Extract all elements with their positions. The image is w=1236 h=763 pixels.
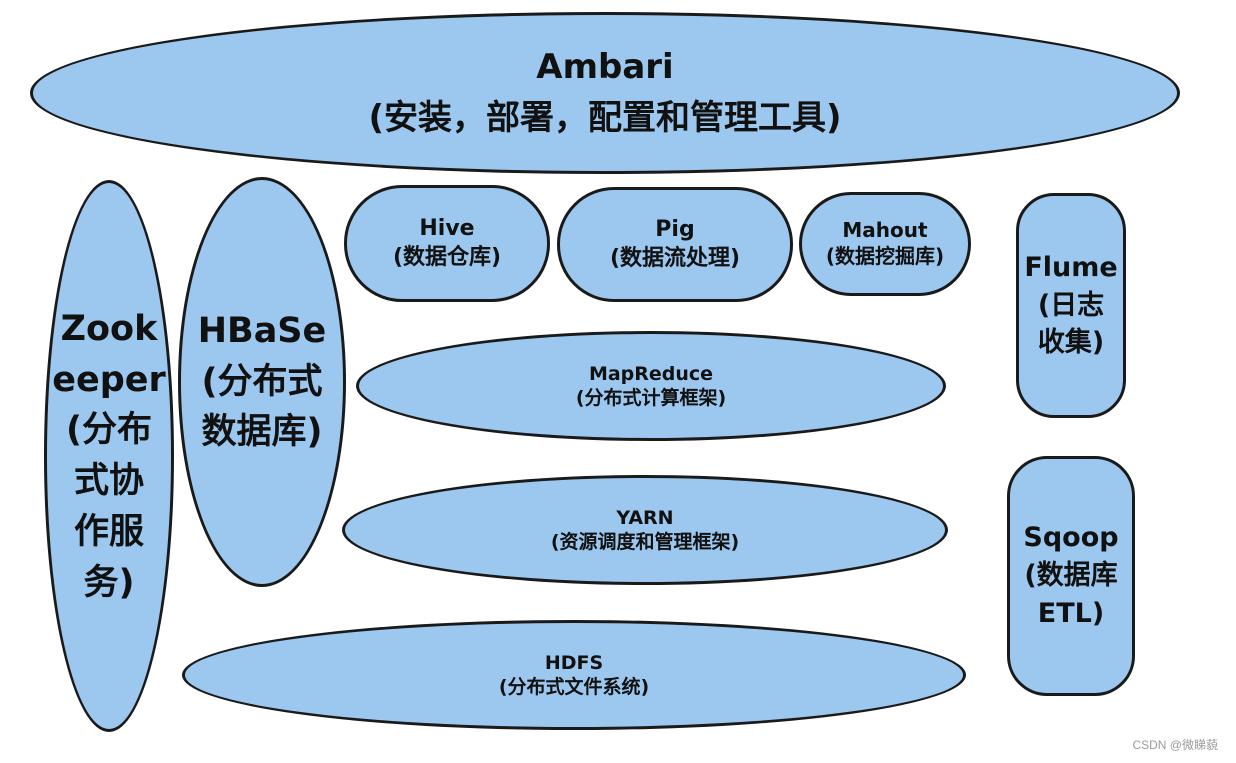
hbase-node: HBaSe (分布式 数据库) [178, 177, 346, 587]
zookeeper-name-line2: eeper [52, 359, 166, 400]
hive-name: Hive [419, 216, 475, 242]
zookeeper-desc-line4: 务) [83, 562, 135, 603]
sqoop-desc-line1: (数据库 [1024, 560, 1118, 592]
watermark: CSDN @微睇藐 [1132, 738, 1218, 752]
pig-name: Pig [655, 217, 695, 243]
zookeeper-desc-line1: (分布 [66, 410, 152, 451]
mahout-node: Mahout (数据挖掘库) [799, 192, 971, 296]
hdfs-name: HDFS [544, 651, 604, 674]
flume-node: Flume (日志 收集) [1016, 193, 1126, 418]
pig-desc: (数据流处理) [609, 245, 741, 271]
zookeeper-desc-line2: 式协 [73, 461, 144, 501]
ambari-node: Ambari (安装，部署，配置和管理工具) [30, 12, 1180, 174]
flume-name: Flume [1024, 251, 1118, 283]
hbase-desc-line2: 数据库) [201, 412, 323, 453]
flume-desc-line2: 收集) [1037, 327, 1105, 359]
hive-desc: (数据仓库) [392, 244, 502, 270]
zookeeper-name-line1: Zook [60, 308, 158, 349]
hive-node: Hive (数据仓库) [344, 185, 550, 302]
pig-node: Pig (数据流处理) [557, 187, 793, 302]
yarn-desc: (资源调度和管理框架) [550, 531, 740, 553]
sqoop-node: Sqoop (数据库 ETL) [1007, 456, 1135, 696]
yarn-name: YARN [616, 506, 674, 529]
hbase-name: HBaSe [197, 310, 327, 351]
ambari-name: Ambari [536, 47, 674, 87]
zookeeper-node: Zook eeper (分布 式协 作服 务) [44, 180, 174, 732]
sqoop-desc-line2: ETL) [1037, 597, 1105, 629]
mahout-name: Mahout [842, 218, 928, 243]
ambari-desc: (安装，部署，配置和管理工具) [368, 98, 842, 138]
mapreduce-name: MapReduce [588, 362, 714, 385]
zookeeper-desc-line3: 作服 [73, 511, 144, 552]
mapreduce-node: MapReduce (分布式计算框架) [356, 331, 946, 441]
flume-desc-line1: (日志 [1037, 289, 1105, 321]
hdfs-desc: (分布式文件系统) [498, 676, 650, 698]
hdfs-node: HDFS (分布式文件系统) [182, 620, 966, 730]
mahout-desc: (数据挖掘库) [825, 244, 945, 268]
yarn-node: YARN (资源调度和管理框架) [342, 475, 948, 585]
mapreduce-desc: (分布式计算框架) [575, 387, 727, 409]
sqoop-name: Sqoop [1023, 522, 1119, 554]
hbase-desc-line1: (分布式 [201, 361, 323, 402]
